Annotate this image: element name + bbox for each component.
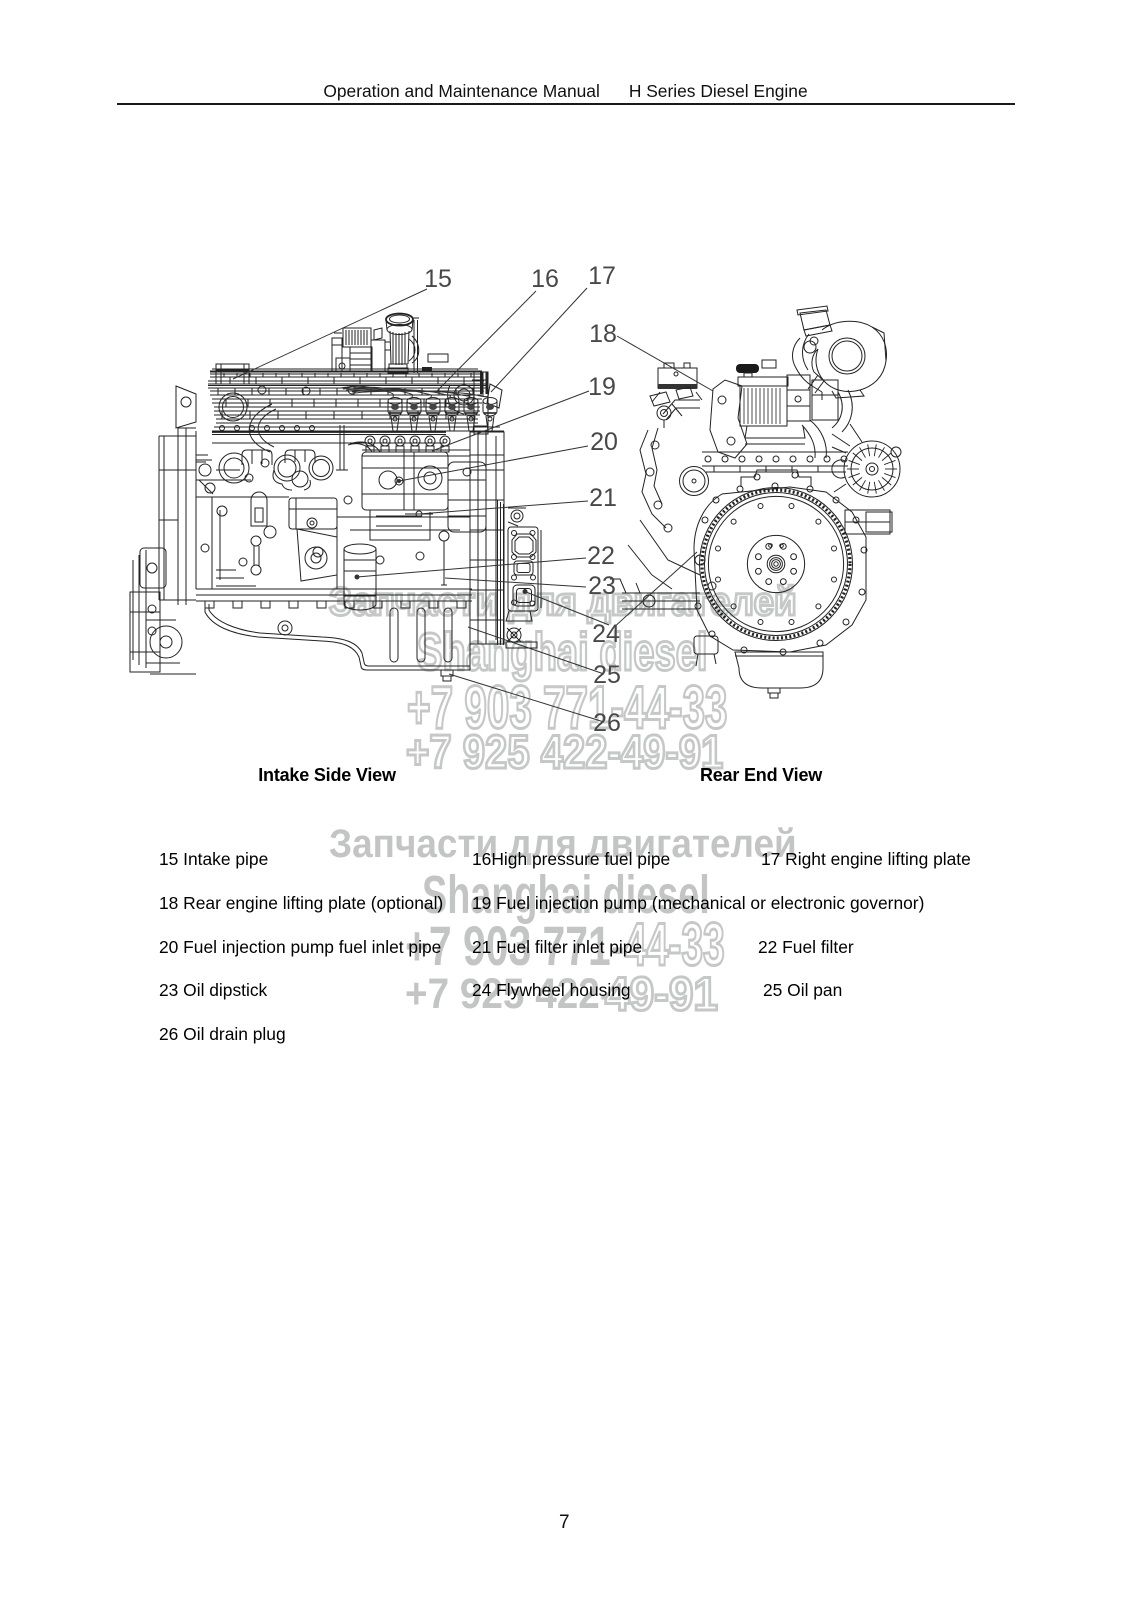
svg-text:20: 20 bbox=[590, 428, 618, 456]
svg-text:25: 25 bbox=[593, 661, 621, 689]
svg-text:24: 24 bbox=[592, 620, 620, 648]
svg-text:16: 16 bbox=[531, 265, 559, 293]
svg-text:15: 15 bbox=[424, 265, 452, 293]
svg-text:23: 23 bbox=[588, 572, 616, 600]
svg-text:22: 22 bbox=[587, 542, 615, 570]
svg-text:19: 19 bbox=[588, 373, 616, 401]
svg-text:21: 21 bbox=[589, 484, 617, 512]
svg-text:26: 26 bbox=[593, 709, 621, 737]
svg-text:18: 18 bbox=[589, 320, 617, 348]
svg-text:17: 17 bbox=[588, 262, 616, 290]
